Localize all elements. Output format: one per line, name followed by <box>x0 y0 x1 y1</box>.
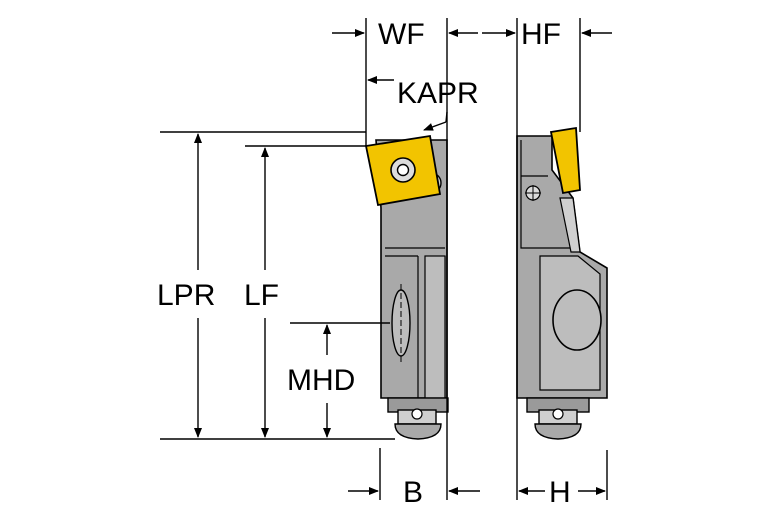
h-label: H <box>549 476 571 509</box>
side-wedge <box>559 197 581 253</box>
side-coupling <box>526 397 590 440</box>
mhd-label: MHD <box>287 364 355 397</box>
hf-label: HF <box>521 18 561 51</box>
lpr-label: LPR <box>157 279 215 312</box>
side-view <box>516 18 608 500</box>
side-insert <box>549 126 581 195</box>
side-hole <box>552 289 602 351</box>
front-inner-slot <box>424 255 446 399</box>
b-label: B <box>403 476 423 509</box>
front-step-line <box>385 247 446 398</box>
front-coupling <box>387 397 449 440</box>
wf-label: WF <box>378 18 425 51</box>
side-upper-recess <box>520 140 578 249</box>
kapr-label: KAPR <box>397 77 479 110</box>
lf-label: LF <box>244 279 279 312</box>
dimension-lines <box>160 18 612 495</box>
front-view <box>364 112 449 500</box>
front-insert <box>364 134 442 207</box>
